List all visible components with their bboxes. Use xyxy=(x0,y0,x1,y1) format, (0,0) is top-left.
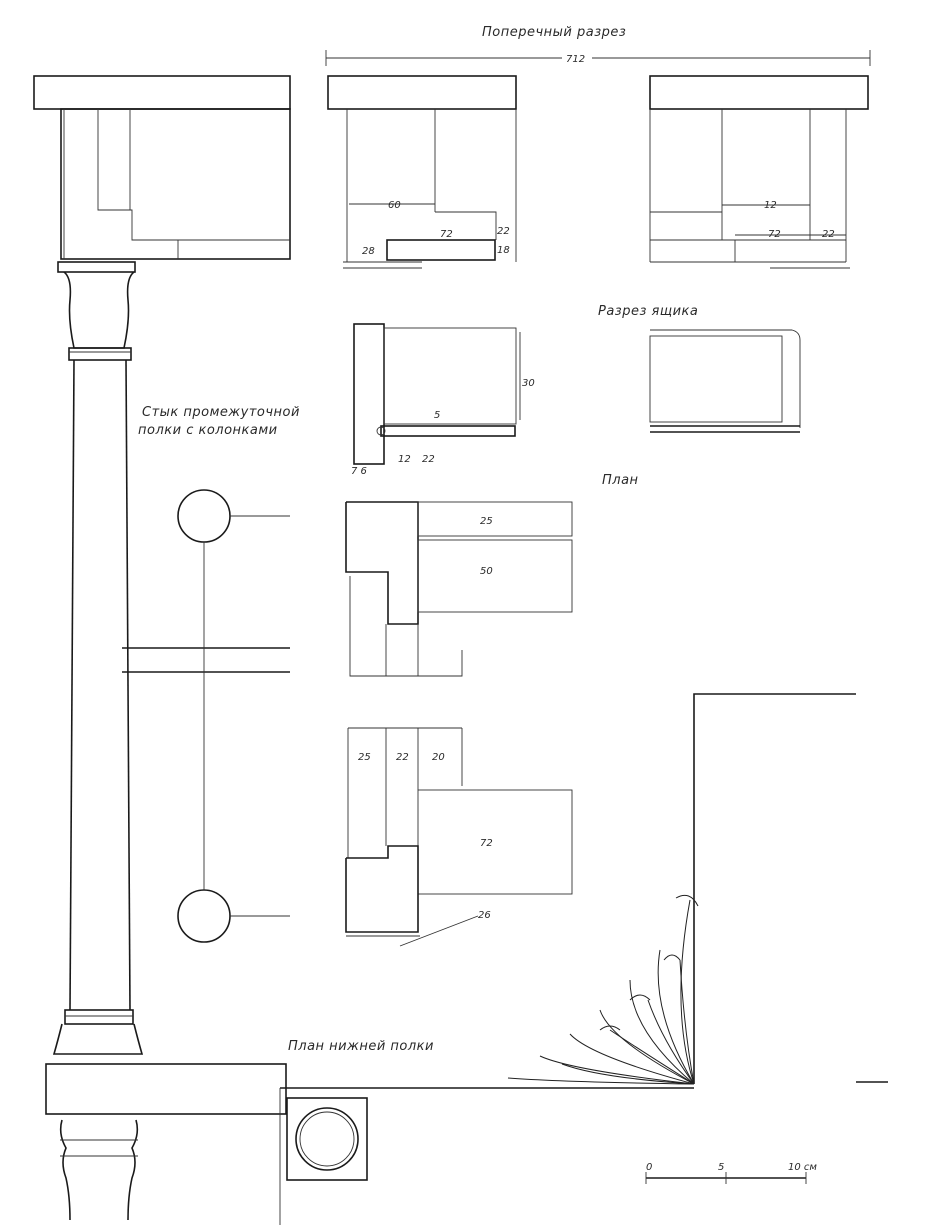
drawer-section-title: Разрез ящика xyxy=(598,304,698,319)
dim-26: 26 xyxy=(478,910,491,921)
joint-plan xyxy=(177,489,290,943)
overall-dimension-line: 712 xyxy=(325,50,871,66)
dim-25-lower: 25 xyxy=(358,752,371,763)
dim-72-right: 72 xyxy=(768,229,781,240)
joint-caption-line2: полки с колонками xyxy=(138,423,278,438)
dim-22-right: 22 xyxy=(822,229,835,240)
cross-section-title: Поперечный разрез xyxy=(482,25,626,40)
cross-section-right: 12 72 22 xyxy=(649,75,869,269)
dim-72: 72 xyxy=(440,229,453,240)
lower-shelf-plan xyxy=(279,693,888,1225)
left-column-elevation xyxy=(33,75,291,1221)
joint-caption-line1: Стык промежуточной xyxy=(142,405,300,420)
overall-width-dim: 712 xyxy=(566,54,585,65)
plan-detail-upper: 25 50 xyxy=(345,501,573,677)
plan-title: План xyxy=(602,473,639,488)
dim-50: 50 xyxy=(480,566,493,577)
cross-section-middle: 60 72 22 18 28 xyxy=(327,75,517,269)
dim-5: 5 xyxy=(434,410,440,421)
lower-shelf-plan-title: План нижней полки xyxy=(288,1039,434,1054)
carved-fan-ornament xyxy=(507,894,699,1085)
drawer-section-right xyxy=(649,329,801,433)
dim-72-lower: 72 xyxy=(480,838,493,849)
dim-18: 18 xyxy=(497,245,510,256)
dim-30: 30 xyxy=(522,378,535,389)
dim-12: 12 xyxy=(398,454,411,465)
drawer-section-left: 30 5 12 22 7 6 xyxy=(351,323,535,477)
dim-28: 28 xyxy=(362,246,375,257)
scale-label-0: 0 xyxy=(646,1162,652,1173)
dim-25: 25 xyxy=(480,516,493,527)
dim-20: 20 xyxy=(432,752,445,763)
scale-label-10: 10 см xyxy=(788,1162,817,1173)
dim-22: 22 xyxy=(497,226,510,237)
dim-12-right: 12 xyxy=(764,200,777,211)
scale-label-5: 5 xyxy=(718,1162,724,1173)
plan-detail-lower: 25 22 20 72 26 xyxy=(345,727,573,947)
dim-22: 22 xyxy=(422,454,435,465)
scale-bar: 0 5 10 см xyxy=(645,1162,817,1184)
dim-22-lower: 22 xyxy=(396,752,409,763)
dim-60: 60 xyxy=(388,200,401,211)
dim-7-6: 7 6 xyxy=(351,466,367,477)
